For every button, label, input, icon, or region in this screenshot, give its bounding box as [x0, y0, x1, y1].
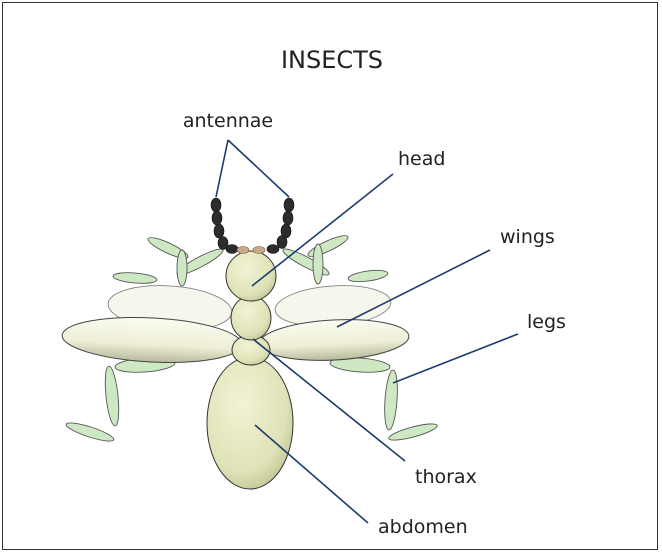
antennae-leader-left	[216, 140, 228, 197]
leg-segment	[306, 232, 350, 260]
antenna-segment	[284, 198, 294, 212]
label-head: head	[398, 148, 445, 170]
antenna-segment	[214, 224, 224, 238]
label-abdomen: abdomen	[378, 516, 468, 538]
antenna-segment	[226, 245, 238, 254]
leg-segment	[388, 421, 439, 444]
leg-segment	[113, 271, 158, 285]
right-eye	[253, 247, 265, 254]
leg-segment	[347, 268, 388, 283]
antenna-segment	[277, 236, 287, 249]
leg-segment	[65, 420, 116, 445]
label-legs: legs	[527, 311, 566, 333]
legs-leader	[393, 334, 518, 383]
left-eye	[237, 247, 249, 254]
leg-segment	[313, 244, 323, 284]
antenna-segment	[212, 211, 222, 225]
label-antennae: antennae	[183, 110, 273, 132]
insect-body	[207, 247, 293, 490]
antennae-leader-right	[228, 140, 289, 197]
label-wings: wings	[500, 226, 555, 248]
abdomen-shape	[207, 357, 293, 489]
diagram-title: INSECTS	[281, 46, 383, 74]
antenna-segment	[267, 245, 279, 254]
thorax-shape	[231, 296, 271, 340]
antenna-segment	[283, 211, 293, 225]
leg-segment	[177, 250, 187, 286]
leg-segment	[383, 370, 399, 431]
fore-wing-right	[258, 316, 410, 364]
leg-segment	[103, 366, 121, 427]
antenna-segment	[211, 198, 221, 212]
head-shape	[226, 251, 276, 301]
antennae-group	[211, 198, 294, 254]
label-thorax: thorax	[415, 466, 477, 488]
